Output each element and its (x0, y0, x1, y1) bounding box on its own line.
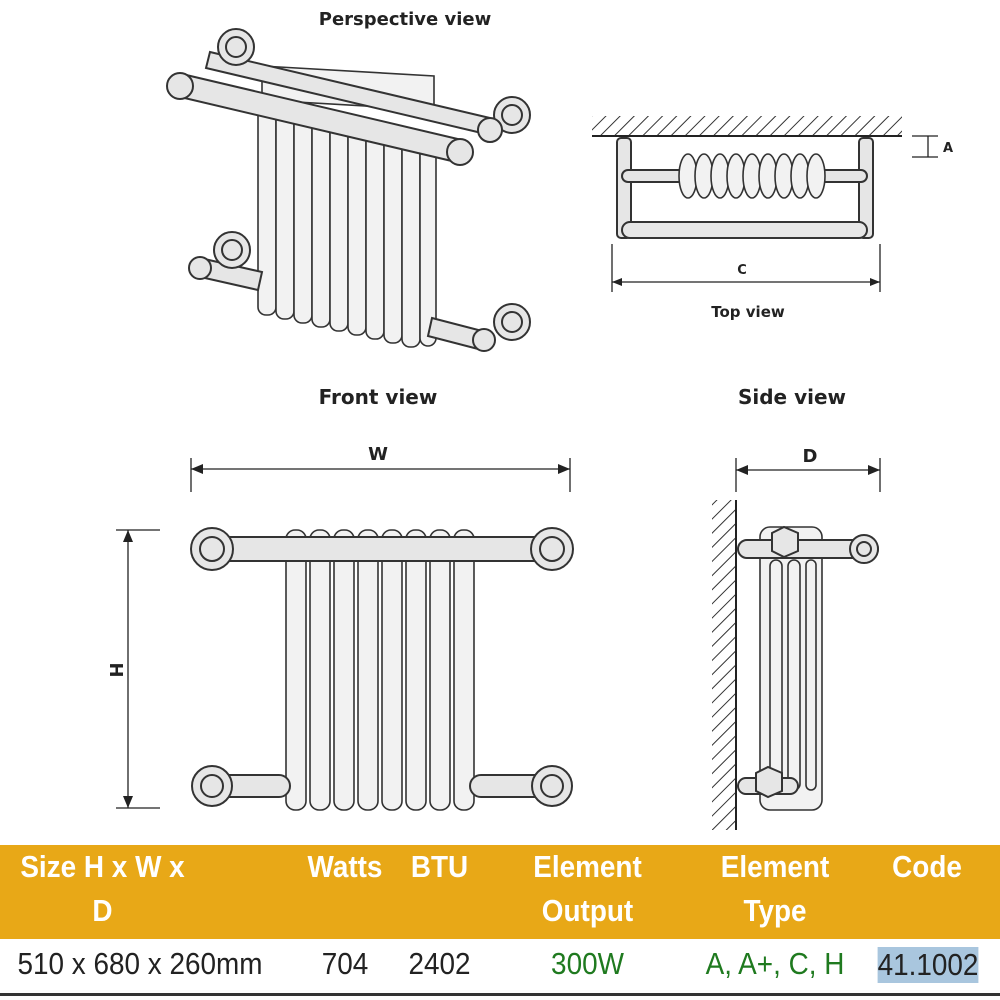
dimension-c-label: C (737, 263, 747, 278)
cell-code: 41.1002 (877, 947, 979, 983)
perspective-view (166, 28, 531, 352)
perspective-view-label: Perspective view (319, 9, 491, 30)
cell-element-output: 300W (551, 946, 624, 981)
side-view: D (712, 446, 881, 830)
top-view-label: Top view (711, 303, 785, 321)
header-code: Code (874, 845, 980, 939)
header-watts: Watts (305, 845, 386, 939)
side-view-label: Side view (738, 385, 846, 409)
top-view: A C Top view (592, 116, 953, 321)
front-view: W H (105, 444, 574, 811)
header-size: Size H x W x D (10, 845, 195, 939)
header-element-output: Element Output (522, 845, 653, 939)
header-btu-text: BTU (410, 849, 469, 884)
dimension-d-label: D (803, 446, 818, 467)
table-row: 510 x 680 x 260mm 704 2402 300W A, A+, C… (0, 939, 1000, 1000)
dimension-w-label: W (368, 444, 388, 465)
cell-element-type: A, A+, C, H (705, 946, 845, 981)
cell-btu: 2402 (408, 946, 471, 981)
spec-table: Size H x W x D Watts BTU Element Output … (0, 845, 1000, 1000)
header-element-type-line1: Element (720, 849, 830, 884)
header-size-text: Size H x W x D (20, 849, 185, 928)
header-code-text: Code (892, 849, 962, 884)
cell-watts: 704 (321, 946, 369, 981)
header-element-output-line1: Element (533, 849, 642, 884)
cell-size: 510 x 680 x 260mm (17, 946, 263, 981)
dimension-a-label: A (943, 141, 953, 156)
dimension-h-label: H (105, 662, 126, 677)
table-header: Size H x W x D Watts BTU Element Output … (0, 845, 1000, 939)
radiator-technical-drawing: Perspective view (105, 9, 953, 830)
front-view-label: Front view (319, 385, 438, 409)
header-element-type-line2: Type (743, 893, 807, 928)
header-btu: BTU (397, 845, 483, 939)
table-bottom-rule (0, 993, 1000, 996)
header-watts-text: Watts (307, 849, 383, 884)
header-element-type: Element Type (708, 845, 843, 939)
header-element-output-line2: Output (541, 893, 634, 928)
